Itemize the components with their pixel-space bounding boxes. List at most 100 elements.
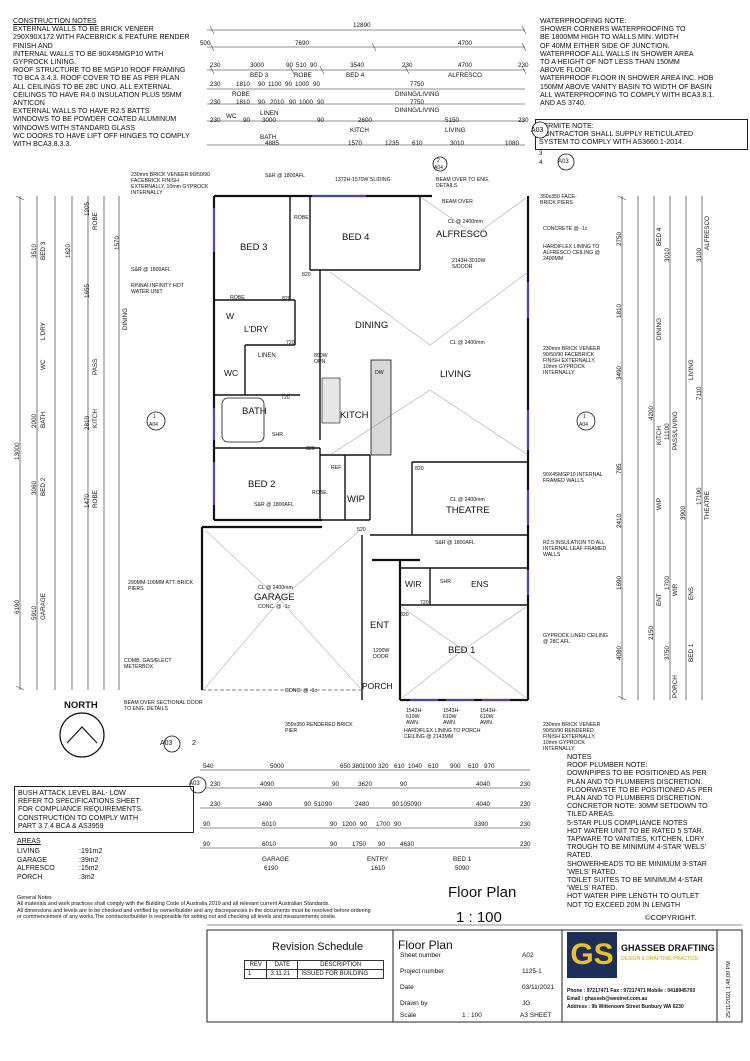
section-marker-a03-b: A03: [558, 159, 569, 165]
dim-top-4b: 1810: [236, 99, 251, 106]
note-awn-a: 1543H-610W AWN.: [406, 708, 424, 726]
dim-bottom: GARAGE: [262, 856, 289, 863]
dim-right-l6: WIP: [656, 498, 663, 510]
company-tagline: DESIGN & DRAFTING PRACTICE: [621, 956, 699, 962]
plumber-note-line: PLAN AND TO PLUMBERS DISCRETION.: [567, 777, 703, 786]
construction-note-line: 290X90X172 WITH FACEBRICK & FEATURE REND…: [13, 33, 190, 42]
dim-right-a12: 11100: [664, 423, 671, 440]
note-sliding-1372: 1372H-1570W SLIDING: [335, 177, 391, 183]
dim-bottom: 610: [394, 763, 405, 770]
dim-right-l9: ENT: [656, 593, 663, 606]
room-ent: ENT: [370, 620, 389, 631]
note-cl-2400-theatre: CL @ 2400mm: [450, 497, 485, 503]
dim-right-l1: ALFRESCO: [704, 216, 711, 250]
dim-top-4a: 230: [210, 99, 221, 106]
dim-top-3e: 90: [285, 81, 293, 88]
dim-label-kitch: KITCH: [350, 127, 369, 134]
dim-bottom: 90: [330, 841, 338, 848]
section-marker-a04-right: A04: [579, 422, 588, 428]
section-marker-a04-top: A04: [434, 165, 443, 171]
dim-top-5g: 230: [518, 117, 529, 124]
plumber-note-line: HOT WATER PIPE LENGTH TO OUTLET: [567, 892, 700, 901]
section-marker-2-bottom: 2: [192, 740, 196, 747]
dim-top-2d: 510: [296, 62, 307, 69]
dim-top-2c: 90: [286, 62, 294, 69]
construction-note-line: ROOF STRUCTURE TO BE MGP10 ROOF FRAMING: [13, 66, 186, 75]
dim-left-l0: BED 3: [40, 241, 47, 260]
dim-label-robe: ROBE: [294, 72, 312, 79]
note-internal-walls: 90X45MGP10 INTERNAL FRAMED WALLS: [543, 472, 603, 484]
room-bed4: BED 4: [342, 232, 370, 243]
waterproofing-note-line: WATERPROOF ALL WALLS IN SHOWER AREA: [540, 49, 694, 58]
note-sr-theatre: S&R @ 1800AFL: [435, 540, 475, 546]
dim-label-living: LIVING: [445, 127, 466, 134]
plumber-note-line: CONCRETOR NOTE: 30MM SETDOWN TO: [567, 802, 708, 811]
dim-top-2i: 230: [518, 62, 529, 69]
area-row: ALFRESCO:15m2: [17, 865, 127, 874]
dim-bottom: 230: [520, 841, 531, 848]
note-door-1200: 1200W DOOR: [373, 648, 390, 660]
area-row: LIVING:191m2: [17, 848, 127, 857]
area-row: GARAGE:39m2: [17, 857, 127, 866]
bal-note-line: PART 3.7.4 BCA & AS3959: [18, 821, 104, 830]
dim-bottom: 4040: [476, 781, 491, 788]
plumber-note-line: PLAN AND TO PLUMBERS DISCRETION.: [567, 794, 703, 803]
area-value: :191m2: [79, 848, 103, 855]
general-note-line: or commencement of any works.The contrac…: [17, 914, 337, 921]
room-bed3: BED 3: [240, 242, 268, 253]
dim-top-5-wc: WC: [226, 113, 237, 120]
note-gas-meter: COMB. GAS/ELECT METERBOX: [124, 658, 172, 670]
note-door-820-c: 820: [306, 446, 315, 452]
note-door-720-b: 720: [281, 395, 290, 401]
dim-left-a1: 1205: [84, 201, 91, 216]
dim-bottom: 90: [414, 801, 422, 808]
section-marker-a03-bottom: A03: [160, 740, 173, 747]
dim-top-2e: 90: [310, 62, 318, 69]
dim-top-6e: 3010: [450, 140, 465, 147]
termite-title: TERMITE NOTE:: [539, 122, 594, 130]
note-conc-porch: CONC. @ -1c: [285, 688, 318, 694]
dim-bottom: 6010: [262, 841, 277, 848]
revision-header-desc: DESCRIPTION: [297, 960, 384, 970]
construction-note-line: EXTERNAL WALLS TO HAVE R2.5 BATTS: [13, 107, 150, 116]
plumber-note-line: TAPWARE TO VANITIES, KITCHEN, LDRY: [567, 835, 705, 844]
note-hardiflex-porch: HARDIFLEX LINING TO PORCH CEILING @ 2143…: [404, 728, 481, 740]
dim-label-bed3: BED 3: [250, 72, 269, 79]
area-row: PORCH:3m2: [17, 874, 127, 883]
dim-left-l10: DINING: [122, 307, 129, 330]
dim-top-1b: 7690: [295, 40, 310, 47]
dim-bottom: 4090: [260, 781, 275, 788]
dim-right-l4: KITCH: [656, 426, 663, 445]
dim-top-3d: 1100: [268, 81, 282, 88]
dim-left-a8: 1470: [84, 493, 91, 508]
svg-text:GS: GS: [570, 938, 613, 971]
dim-left-a0: 3510: [31, 243, 38, 258]
dim-top-1a: 500: [200, 40, 211, 47]
note-conc-garage: CONC. @ -1c: [258, 604, 291, 610]
note-opn: 800W OPN: [314, 353, 328, 365]
area-label: ALFRESCO: [17, 865, 55, 872]
dim-right-a3: 785: [616, 463, 623, 474]
dim-right-a1: 1810: [616, 303, 623, 318]
dim-bottom: 90: [332, 781, 340, 788]
note-door-820-a: 820: [282, 296, 291, 302]
dim-left-l7: PASS: [92, 358, 99, 375]
dim-top-5c: 3000: [262, 117, 277, 124]
room-wc: WC: [224, 368, 239, 378]
dim-top-2a: 230: [210, 62, 221, 69]
revision-header-row: REV DATE DESCRIPTION: [243, 960, 384, 970]
dim-right-a8: 17190: [696, 487, 703, 505]
sheet-title: Floor Plan: [398, 938, 453, 952]
dim-top-2b: 3000: [250, 62, 265, 69]
note-brick-veneer: 230mm BRICK VENEER 90/50/90 FACEBRICK FI…: [131, 172, 211, 196]
note-beam-over-eng: BEAM OVER TO ENG. DETAILS: [436, 177, 490, 189]
dim-label-bed4: BED 4: [346, 72, 365, 79]
dim-bottom: 230: [210, 801, 221, 808]
dim-bottom: 230: [210, 781, 221, 788]
sheet-field-value: A02: [522, 952, 534, 959]
dim-bottom: 380: [352, 763, 363, 770]
dim-top-6a: 4885: [265, 140, 280, 147]
room-dining: DINING: [355, 320, 389, 331]
dim-bottom: 900: [450, 763, 461, 770]
